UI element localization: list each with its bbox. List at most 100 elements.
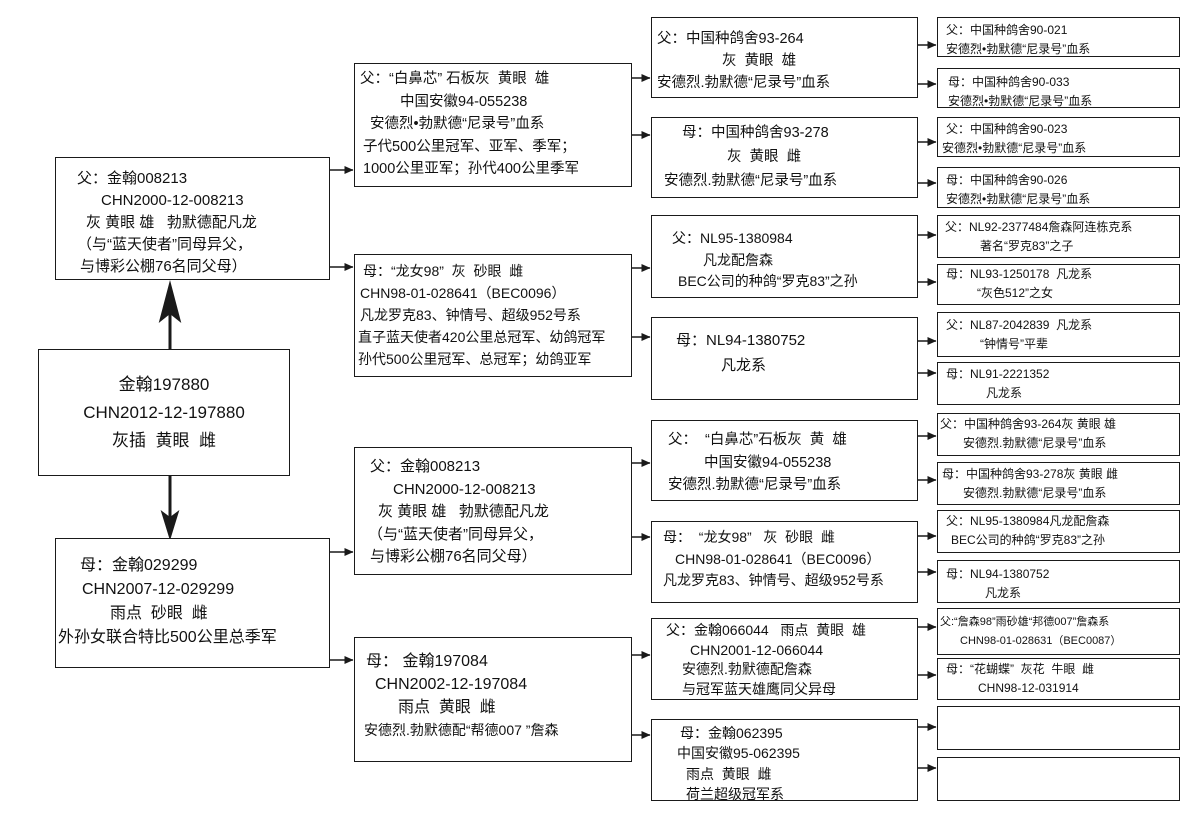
grandparent-line: 子代500公里冠军、亚军、季军； (363, 138, 576, 155)
great-grandparent-line: 父：NL95-1380984 (672, 230, 793, 246)
great-great-grandparent-line: 母：NL91-2221352 (946, 367, 1050, 381)
great-great-grandparent-box-12: 母：NL94-1380752 凡龙系 (937, 560, 1180, 603)
great-grandparent-line: 母：NL94-1380752 (676, 332, 806, 349)
great-great-grandparent-line: BEC公司的种鸽“罗克83”之孙 (951, 532, 1106, 547)
grandparent-line: （与“蓝天使者”同母异父， (368, 525, 543, 543)
great-great-grandparent-line: CHN98-01-028631（BEC0087） (960, 634, 1122, 647)
great-grandparent-box-1: 父：中国种鸽舍93-264 灰 黄眼 雄 安德烈.勃默德“尼录号”血系 (651, 17, 918, 98)
grandparent-box-3: 父：金翰008213 CHN2000-12-008213 灰 黄眼 雄 勃默德配… (354, 447, 632, 575)
subject-box: 金翰197880 CHN2012-12-197880 灰插 黄眼 雌 (38, 349, 290, 476)
great-grandparent-line: 凡龙系 (721, 357, 767, 374)
great-great-grandparent-box-9: 父：中国种鸽舍93-264灰 黄眼 雄 安德烈.勃默德“尼录号”血系 (937, 413, 1180, 456)
great-great-grandparent-line: 父:“詹森98”雨砂雄“邦德007”詹森系 (940, 616, 1110, 628)
great-great-grandparent-line: 父：中国种鸽舍90-023 (946, 122, 1068, 136)
great-grandparent-line: 父： “白鼻芯”石板灰 黄 雄 (668, 432, 847, 448)
great-grandparent-line: 父：中国种鸽舍93-264 (657, 31, 804, 47)
great-great-grandparent-box-15-empty (937, 706, 1180, 750)
great-great-grandparent-line: 母：“花蝴蝶” 灰花 牛眼 雌 (946, 662, 1094, 676)
grandparent-line: 中国安徽94-055238 (400, 93, 528, 110)
great-great-grandparent-line: 凡龙系 (986, 385, 1023, 400)
sire-box: 父：金翰008213 CHN2000-12-008213 灰 黄眼 雄 勃默德配… (55, 157, 330, 280)
great-grandparent-line: CHN2001-12-066044 (690, 641, 824, 658)
grandparent-line: 灰 黄眼 雄 勃默德配凡龙 (378, 503, 549, 520)
great-great-grandparent-line: 安德烈•勃默德“尼录号”血系 (942, 140, 1087, 155)
great-grandparent-box-3: 父：NL95-1380984 凡龙配詹森 BEC公司的种鸽“罗克83”之孙 (651, 215, 918, 298)
grandparent-line: 与博彩公棚76名同父母） (370, 548, 537, 565)
great-grandparent-box-8: 母：金翰062395 中国安徽95-062395 雨点 黄眼 雌 荷兰超级冠军系 (651, 719, 918, 801)
great-grandparent-box-4: 母：NL94-1380752 凡龙系 (651, 317, 918, 400)
great-great-grandparent-line: 父：NL95-1380984凡龙配詹森 (946, 514, 1110, 528)
great-great-grandparent-box-7: 父：NL87-2042839 凡龙系 “钟情号”平辈 (937, 312, 1180, 357)
dam-line: 外孙女联合特比500公里总季军 (58, 629, 277, 646)
great-great-grandparent-line: 安德烈.勃默德“尼录号”血系 (963, 485, 1107, 500)
sire-line: （与“蓝天使者”同母异父， (77, 236, 252, 253)
dam-box: 母：金翰029299 CHN2007-12-029299 雨点 砂眼 雌 外孙女… (55, 538, 330, 668)
great-grandparent-line: 母：金翰062395 (680, 725, 783, 741)
great-great-grandparent-line: 母：中国种鸽舍90-026 (946, 173, 1068, 187)
great-grandparent-line: 与冠军蓝天雄鹰同父异母 (682, 680, 836, 697)
great-great-grandparent-box-4: 母：中国种鸽舍90-026 安德烈•勃默德“尼录号”血系 (937, 167, 1180, 208)
sire-line: 父：金翰008213 (77, 170, 188, 187)
great-great-grandparent-line: “灰色512”之女 (977, 285, 1054, 300)
great-great-grandparent-line: 安德烈•勃默德“尼录号”血系 (946, 41, 1091, 56)
great-great-grandparent-box-2: 母：中国种鸽舍90-033 安德烈•勃默德“尼录号”血系 (937, 68, 1180, 108)
great-great-grandparent-line: 父：NL92-2377484詹森阿连栋克系 (945, 220, 1133, 234)
dam-line: 雨点 砂眼 雌 (110, 605, 208, 622)
great-great-grandparent-line: 父：中国种鸽舍93-264灰 黄眼 雄 (940, 417, 1117, 431)
great-great-grandparent-box-1: 父：中国种鸽舍90-021 安德烈•勃默德“尼录号”血系 (937, 17, 1180, 57)
great-great-grandparent-box-14: 母：“花蝴蝶” 灰花 牛眼 雌 CHN98-12-031914 (937, 658, 1180, 700)
grandparent-line: 父：“白鼻芯” 石板灰 黄眼 雄 (360, 71, 550, 87)
grandparent-line: 凡龙罗克83、钟情号、超级952号系 (360, 307, 581, 323)
great-great-grandparent-box-16-empty (937, 757, 1180, 801)
great-great-grandparent-line: 著名“罗克83”之子 (980, 238, 1074, 253)
great-grandparent-line: BEC公司的种鸽“罗克83”之孙 (678, 273, 858, 289)
grandparent-box-2: 母：“龙女98” 灰 砂眼 雌 CHN98-01-028641（BEC0096）… (354, 254, 632, 377)
great-great-grandparent-line: 母：NL93-1250178 凡龙系 (946, 267, 1093, 281)
grandparent-line: 直子蓝天使者420公里总冠军、幼鸽冠军 (358, 329, 606, 345)
great-grandparent-line: 凡龙配詹森 (703, 251, 773, 268)
grandparent-line: CHN2002-12-197084 (375, 676, 528, 693)
great-great-grandparent-box-10: 母：中国种鸽舍93-278灰 黄眼 雌 安德烈.勃默德“尼录号”血系 (937, 462, 1180, 505)
great-great-grandparent-line: 凡龙系 (985, 585, 1022, 600)
great-great-grandparent-box-5: 父：NL92-2377484詹森阿连栋克系 著名“罗克83”之子 (937, 215, 1180, 258)
sire-line: CHN2000-12-008213 (101, 192, 244, 209)
great-great-grandparent-box-11: 父：NL95-1380984凡龙配詹森 BEC公司的种鸽“罗克83”之孙 (937, 510, 1180, 553)
sire-line: 灰 黄眼 雄 勃默德配凡龙 (86, 214, 257, 231)
grandparent-line: 父：金翰008213 (370, 458, 481, 475)
great-great-grandparent-line: “钟情号”平辈 (980, 336, 1048, 351)
great-grandparent-line: 灰 黄眼 雌 (727, 149, 802, 165)
great-great-grandparent-box-3: 父：中国种鸽舍90-023 安德烈•勃默德“尼录号”血系 (937, 117, 1180, 157)
subject-line: 灰插 黄眼 雌 (112, 431, 216, 450)
great-grandparent-line: 灰 黄眼 雄 (722, 53, 797, 69)
great-great-grandparent-line: CHN98-12-031914 (978, 680, 1079, 695)
great-grandparent-line: 荷兰超级冠军系 (686, 785, 784, 801)
great-great-grandparent-line: 安德烈.勃默德“尼录号”血系 (963, 435, 1107, 450)
sire-line: 与博彩公棚76名同父母） (80, 258, 247, 275)
great-grandparent-line: 安德烈.勃默德“尼录号”血系 (668, 477, 842, 493)
grandparent-line: 安德烈•勃默德“尼录号”血系 (370, 116, 545, 132)
great-great-grandparent-line: 母：中国种鸽舍90-033 (948, 75, 1070, 89)
great-grandparent-line: 母：中国种鸽舍93-278 (682, 125, 829, 141)
arrowhead-up (158, 280, 182, 324)
great-grandparent-box-6: 母： “龙女98” 灰 砂眼 雌 CHN98-01-028641（BEC0096… (651, 521, 918, 603)
grandparent-line: CHN2000-12-008213 (393, 480, 536, 498)
great-grandparent-line: 中国安徽94-055238 (704, 454, 832, 471)
great-grandparent-box-5: 父： “白鼻芯”石板灰 黄 雄 中国安徽94-055238 安德烈.勃默德“尼录… (651, 420, 918, 501)
grandparent-line: CHN98-01-028641（BEC0096） (360, 285, 566, 301)
great-great-grandparent-line: 安德烈•勃默德“尼录号”血系 (948, 93, 1093, 108)
grandparent-line: 母： 金翰197084 (366, 653, 488, 670)
grandparent-box-4: 母： 金翰197084 CHN2002-12-197084 雨点 黄眼 雌 安德… (354, 637, 632, 762)
great-great-grandparent-line: 母：NL94-1380752 (946, 567, 1050, 581)
grandparent-box-1: 父：“白鼻芯” 石板灰 黄眼 雄 中国安徽94-055238 安德烈•勃默德“尼… (354, 63, 632, 187)
grandparent-line: 1000公里亚军；孙代400公里季军 (363, 161, 579, 177)
great-grandparent-line: 安德烈.勃默德“尼录号”血系 (664, 173, 838, 189)
great-grandparent-line: 父：金翰066044 雨点 黄眼 雄 (666, 622, 866, 638)
great-great-grandparent-box-13: 父:“詹森98”雨砂雄“邦德007”詹森系 CHN98-01-028631（BE… (937, 608, 1180, 655)
great-grandparent-line: CHN98-01-028641（BEC0096） (675, 550, 881, 567)
grandparent-line: 孙代500公里冠军、总冠军；幼鸽亚军 (358, 351, 592, 367)
great-great-grandparent-line: 父：NL87-2042839 凡龙系 (946, 318, 1093, 332)
great-grandparent-line: 安德烈.勃默德配詹森 (682, 661, 812, 677)
great-grandparent-box-7: 父：金翰066044 雨点 黄眼 雄 CHN2001-12-066044 安德烈… (651, 618, 918, 700)
great-great-grandparent-box-6: 母：NL93-1250178 凡龙系 “灰色512”之女 (937, 264, 1180, 305)
